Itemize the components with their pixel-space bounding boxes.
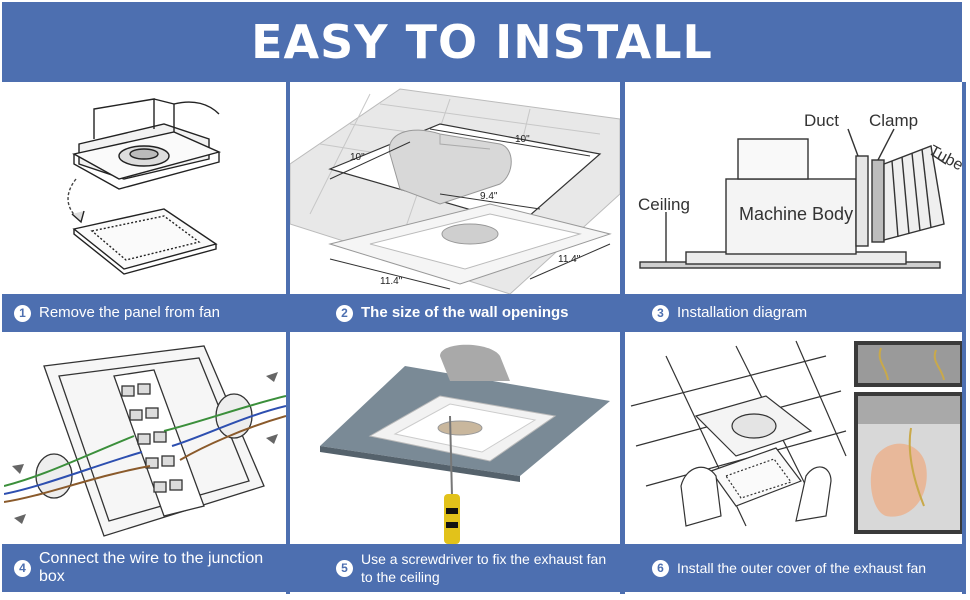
step-2-illustration: 10" 10" 9.4" 11.4" 11.4" <box>290 84 620 294</box>
dim-right-label: 11.4" <box>558 254 581 265</box>
step-1-number: 1 <box>14 304 31 322</box>
dim-inner-label: 9.4" <box>480 191 498 202</box>
step-3-number: 3 <box>652 304 669 322</box>
caption-strip-row-2 <box>2 544 962 592</box>
label-ceiling: Ceiling <box>638 195 690 214</box>
screwdriver-fix-drawing <box>320 344 610 544</box>
step-1-caption: Remove the panel from fan <box>39 304 220 321</box>
step-5-illustration <box>290 336 620 544</box>
step-6-caption: Install the outer cover of the exhaust f… <box>677 560 927 576</box>
caption-step-5: 5 Use a screwdriver to fix the exhaust f… <box>336 544 621 592</box>
step-4-caption: Connect the wire to the junction box <box>39 550 264 585</box>
title-banner: EASY TO INSTALL <box>2 2 962 82</box>
dim-left-label: 10" <box>350 152 365 163</box>
caption-step-2: 2 The size of the wall openings <box>336 294 616 332</box>
outer-cover-drawing <box>630 340 964 534</box>
step-1-illustration <box>4 84 286 294</box>
divider-right <box>620 82 625 594</box>
step-2-caption: The size of the wall openings <box>361 304 569 321</box>
step-3-illustration: Duct Clamp Tube Ceiling Machine Body <box>626 84 966 294</box>
step-6-illustration <box>626 336 966 544</box>
dim-bottom-label: 11.4" <box>380 276 403 287</box>
installation-diagram-drawing: Duct Clamp Tube Ceiling Machine Body <box>638 111 966 269</box>
label-machine-body: Machine Body <box>739 204 853 224</box>
caption-step-6: 6 Install the outer cover of the exhaust… <box>652 544 962 592</box>
step-4-illustration <box>4 336 286 544</box>
page-title: EASY TO INSTALL <box>251 15 713 69</box>
step-6-number: 6 <box>652 559 669 577</box>
step-4-number: 4 <box>14 559 31 577</box>
caption-step-3: 3 Installation diagram <box>652 294 952 332</box>
caption-step-1: 1 Remove the panel from fan <box>14 294 284 332</box>
step-5-number: 5 <box>336 559 353 577</box>
fan-panel-removal-drawing <box>67 98 222 275</box>
divider-edge <box>962 82 966 594</box>
wall-opening-drawing: 10" 10" 9.4" 11.4" 11.4" <box>290 88 620 294</box>
label-duct: Duct <box>804 111 839 130</box>
junction-box-drawing <box>4 345 286 537</box>
step-2-number: 2 <box>336 304 353 322</box>
label-clamp: Clamp <box>869 111 918 130</box>
dim-top-label: 10" <box>515 134 530 145</box>
step-3-caption: Installation diagram <box>677 304 808 321</box>
caption-step-4: 4 Connect the wire to the junction box <box>14 544 290 592</box>
divider-left <box>286 82 290 594</box>
step-5-caption: Use a screwdriver to fix the exhaust fan… <box>361 551 607 585</box>
caption-strip-row-1 <box>2 294 962 332</box>
